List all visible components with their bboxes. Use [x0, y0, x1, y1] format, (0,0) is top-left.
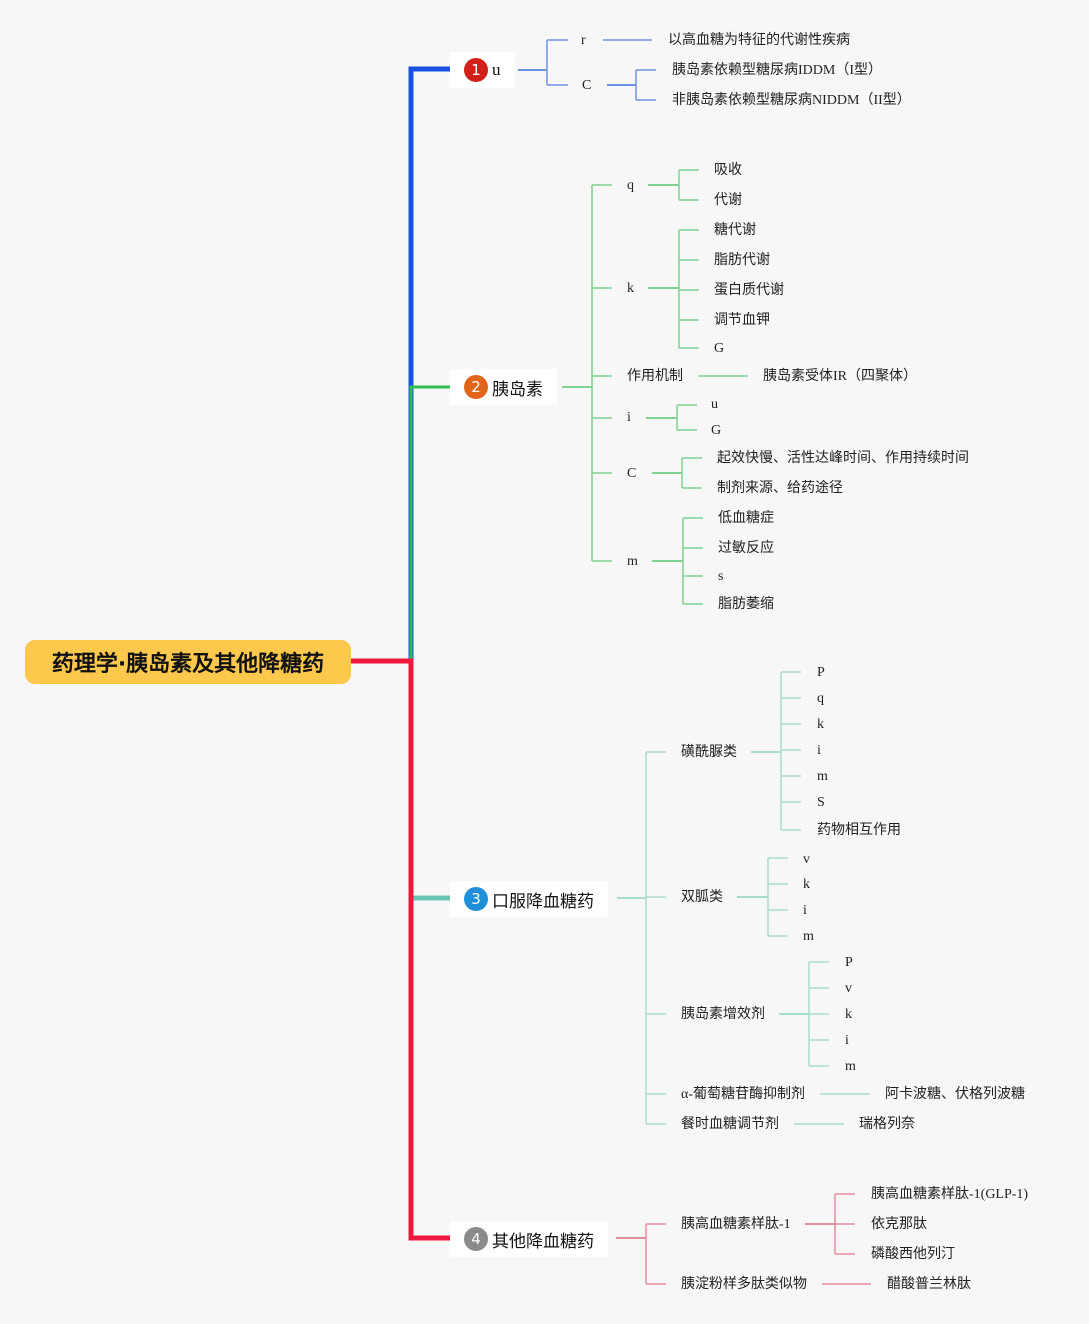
- leaf[interactable]: 糖代谢: [714, 223, 756, 238]
- leaf[interactable]: 胰高血糖素样肽-1(GLP-1): [871, 1187, 1029, 1202]
- leaf[interactable]: q: [817, 691, 824, 706]
- subtopic[interactable]: α-葡萄糖苷酶抑制剂: [681, 1087, 805, 1102]
- branch-1-label: u: [492, 60, 501, 79]
- branch-1-node[interactable]: 1 u: [450, 52, 515, 88]
- subtopic[interactable]: i: [627, 410, 631, 425]
- branch-3-node[interactable]: 3 口服降血糖药: [450, 881, 608, 917]
- leaf[interactable]: 磷酸西他列汀: [871, 1247, 955, 1262]
- leaf[interactable]: P: [817, 665, 825, 680]
- leaf[interactable]: i: [803, 903, 807, 918]
- leaf[interactable]: 脂肪萎缩: [718, 597, 774, 612]
- leaf[interactable]: k: [817, 717, 824, 732]
- leaf[interactable]: i: [845, 1033, 849, 1048]
- trunk-line-4: [351, 658, 450, 1241]
- number-badge-1: 1: [464, 58, 488, 82]
- subtopic[interactable]: k: [627, 281, 634, 296]
- leaf[interactable]: 低血糖症: [718, 511, 774, 526]
- leaf[interactable]: 调节血钾: [714, 313, 770, 328]
- leaf[interactable]: G: [711, 423, 722, 438]
- leaf[interactable]: m: [803, 929, 814, 944]
- number-badge-4: 4: [464, 1227, 488, 1251]
- subtopic[interactable]: 胰高血糖素样肽-1: [681, 1217, 791, 1232]
- leaf[interactable]: 起效快慢、活性达峰时间、作用持续时间: [717, 451, 969, 466]
- leaf[interactable]: k: [803, 877, 810, 892]
- leaf[interactable]: k: [845, 1007, 852, 1022]
- leaf[interactable]: m: [845, 1059, 856, 1074]
- leaf[interactable]: i: [817, 743, 821, 758]
- leaf[interactable]: 过敏反应: [718, 541, 774, 556]
- leaf[interactable]: s: [718, 569, 724, 584]
- subtopic[interactable]: 双胍类: [681, 890, 723, 905]
- leaf[interactable]: 阿卡波糖、伏格列波糖: [885, 1087, 1025, 1102]
- leaf[interactable]: 代谢: [714, 193, 742, 208]
- leaf[interactable]: v: [803, 852, 810, 867]
- branch-2-node[interactable]: 2 胰岛素: [450, 369, 557, 405]
- subtopic[interactable]: C: [627, 466, 637, 481]
- subtopic[interactable]: C: [582, 78, 592, 93]
- subtopic[interactable]: q: [627, 178, 634, 193]
- leaf[interactable]: 胰岛素受体IR（四聚体）: [763, 369, 917, 384]
- leaf[interactable]: 药物相互作用: [817, 823, 901, 838]
- number-badge-3: 3: [464, 887, 488, 911]
- leaf[interactable]: 以高血糖为特征的代谢性疾病: [668, 33, 850, 48]
- leaf[interactable]: 制剂来源、给药途径: [717, 481, 843, 496]
- leaf[interactable]: 依克那肽: [871, 1217, 927, 1232]
- leaf[interactable]: 吸收: [714, 163, 742, 178]
- leaf[interactable]: 胰岛素依赖型糖尿病IDDM（I型）: [672, 63, 882, 78]
- subtopic[interactable]: 磺酰脲类: [681, 745, 737, 760]
- leaf[interactable]: v: [845, 981, 852, 996]
- subtopic[interactable]: 餐时血糖调节剂: [681, 1117, 779, 1132]
- trunk-line-2: [409, 385, 450, 661]
- leaf[interactable]: P: [845, 955, 853, 970]
- branch-2-label: 胰岛素: [492, 379, 543, 400]
- leaf[interactable]: 蛋白质代谢: [714, 283, 784, 298]
- subtopic[interactable]: 胰岛素增效剂: [681, 1007, 765, 1022]
- leaf[interactable]: G: [714, 341, 725, 356]
- subtopic[interactable]: 作用机制: [627, 369, 683, 384]
- root-topic[interactable]: 药理学·胰岛素及其他降糖药: [25, 640, 351, 684]
- leaf[interactable]: 脂肪代谢: [714, 253, 770, 268]
- subtopic[interactable]: m: [627, 554, 638, 569]
- leaf[interactable]: m: [817, 769, 828, 784]
- leaf[interactable]: 醋酸普兰林肽: [887, 1277, 971, 1292]
- number-badge-2: 2: [464, 375, 488, 399]
- leaf[interactable]: u: [711, 397, 718, 412]
- root-title: 药理学·胰岛素及其他降糖药: [51, 652, 325, 677]
- subtopic[interactable]: 胰淀粉样多肽类似物: [681, 1277, 807, 1292]
- leaf[interactable]: 非胰岛素依赖型糖尿病NIDDM（II型）: [672, 93, 911, 108]
- branch-4-label: 其他降血糖药: [492, 1231, 594, 1252]
- branch-4-node[interactable]: 4 其他降血糖药: [450, 1221, 608, 1257]
- subtopic[interactable]: r: [581, 33, 586, 48]
- leaf[interactable]: 瑞格列奈: [859, 1117, 915, 1132]
- leaf[interactable]: S: [817, 795, 825, 810]
- trunk-line-1: [351, 66, 450, 664]
- branch-3-label: 口服降血糖药: [492, 891, 594, 912]
